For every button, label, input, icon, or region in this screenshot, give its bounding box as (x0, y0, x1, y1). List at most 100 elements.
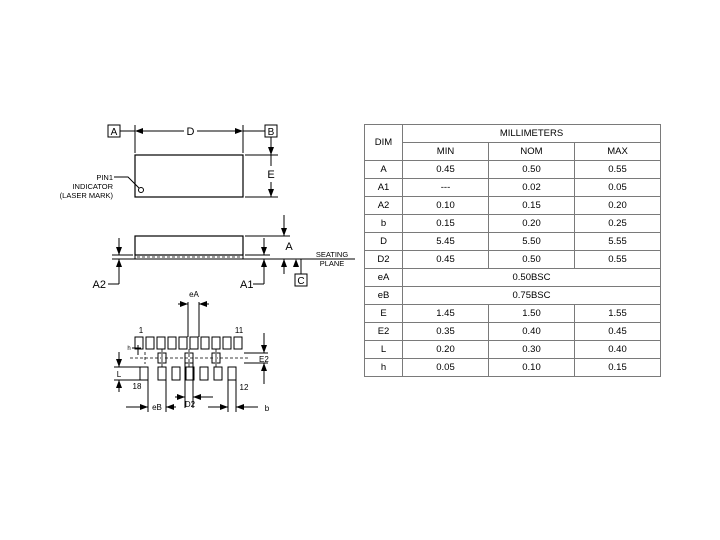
row-nom: 0.50 (488, 160, 575, 179)
row-dim: L (364, 340, 403, 359)
row-min: 5.45 (402, 232, 489, 251)
row-dim: b (364, 214, 403, 233)
dim-d-label: D (187, 126, 195, 138)
row-min: 0.45 (402, 160, 489, 179)
dim-eb-label: eB (152, 403, 162, 412)
datum-c-box (294, 273, 308, 287)
l-arrow-top (116, 359, 122, 367)
pad-top-5 (178, 336, 188, 350)
table-header-row-2: MIN NOM MAX (365, 142, 661, 161)
row-min: 0.05 (402, 358, 489, 377)
row-nom: 5.50 (488, 232, 575, 251)
pad-bottom-5 (199, 366, 209, 381)
pad-top-3 (156, 336, 166, 350)
pad-top-6 (189, 336, 199, 350)
row-dim: h (364, 358, 403, 377)
pad-bottom-3 (171, 366, 181, 381)
row-min: 0.15 (402, 214, 489, 233)
pin1-indicator-line2: INDICATOR (72, 182, 113, 191)
pad-top-8 (211, 336, 221, 350)
pad-bottom-6 (213, 366, 223, 381)
a1-arrow-top (261, 247, 267, 255)
row-max: 0.55 (574, 160, 661, 179)
d2-arrow-right (193, 394, 201, 400)
pin-18-label: 18 (133, 382, 142, 391)
pin1-dot (138, 187, 144, 193)
eb-arrow-left (140, 404, 148, 410)
row-min: 1.45 (402, 304, 489, 323)
row-nom: 1.50 (488, 304, 575, 323)
pin1-indicator-line1: PIN1 (96, 173, 113, 182)
row-max: 0.20 (574, 196, 661, 215)
dim-b-label: b (265, 404, 270, 413)
row-nom: 0.30 (488, 340, 575, 359)
ea-arrow-right (199, 301, 207, 307)
dim-a-label: A (285, 241, 293, 253)
row-max: 0.15 (574, 358, 661, 377)
l-arrow-bottom (116, 380, 122, 388)
ea-arrow-left (180, 301, 188, 307)
dim-header: DIM (364, 124, 403, 161)
datum-c-label: C (297, 276, 304, 287)
d2-arrow-left (177, 394, 185, 400)
unit-header: MILLIMETERS (402, 124, 661, 143)
pad-bottom-7 (227, 366, 237, 381)
seating-plane-line1: SEATING (316, 250, 349, 259)
pad-top-4 (167, 336, 177, 350)
a2-arrow-bottom (116, 259, 122, 267)
dim-a2-label: A2 (93, 279, 106, 291)
pin1-indicator-line3: (LASER MARK) (60, 191, 114, 200)
row-nom: 0.02 (488, 178, 575, 197)
side-view: SEATING PLANE C A A1 A2 (93, 215, 355, 291)
row-dim: A (364, 160, 403, 179)
pad-top-9 (222, 336, 232, 350)
top-view-body (134, 154, 244, 198)
pin-12-label: 12 (240, 383, 249, 392)
a2-arrow-top (116, 247, 122, 255)
e-arrow-top (268, 147, 274, 155)
center-pad-2 (184, 352, 194, 364)
top-view: A B D E PIN1 INDICATOR (LASER MARK) (60, 124, 278, 200)
d-arrow-left (135, 128, 143, 134)
row-max: 0.05 (574, 178, 661, 197)
row-nom: 0.10 (488, 358, 575, 377)
row-max: 0.45 (574, 322, 661, 341)
dim-e-label: E (267, 169, 274, 181)
datum-a-label: A (111, 127, 118, 138)
row-max: 0.25 (574, 214, 661, 233)
e-arrow-bottom (268, 189, 274, 197)
row-max: 5.55 (574, 232, 661, 251)
row-dim: eB (364, 286, 403, 305)
a-arrow-bottom (281, 259, 287, 267)
row-bsc: 0.50BSC (402, 268, 661, 287)
dim-d2-label: D2 (185, 400, 196, 409)
row-dim: E2 (364, 322, 403, 341)
row-dim: A1 (364, 178, 403, 197)
pad-bottom-4 (185, 366, 195, 381)
e2-arrow-top (261, 345, 267, 353)
pin-1-label: 1 (139, 326, 144, 335)
b-arrow-right (236, 404, 244, 410)
pin1-indicator-leader (114, 176, 140, 189)
center-pad-1 (157, 352, 167, 364)
row-dim: E (364, 304, 403, 323)
nom-header: NOM (488, 142, 575, 161)
datum-b-label: B (268, 127, 275, 138)
row-dim: eA (364, 268, 403, 287)
side-view-body (134, 235, 244, 256)
pad-top-1 (134, 336, 144, 350)
row-min: 0.10 (402, 196, 489, 215)
pad-bottom-2 (157, 366, 167, 381)
row-nom: 0.15 (488, 196, 575, 215)
max-header: MAX (574, 142, 661, 161)
